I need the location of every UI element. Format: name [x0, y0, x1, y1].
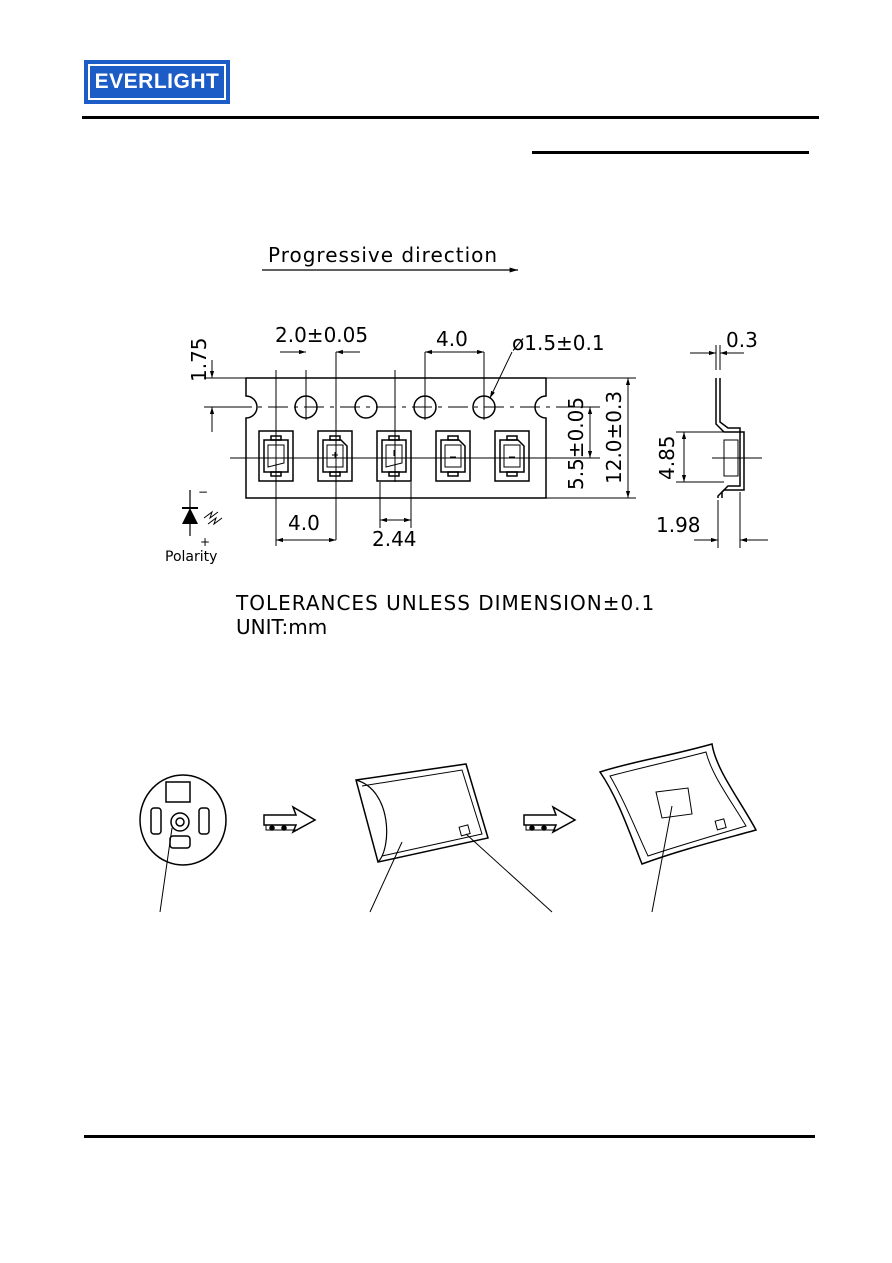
dim-cavity-offset: 5.5±0.05 — [564, 397, 588, 490]
tolerance-note: TOLERANCES UNLESS DIMENSION±0.1 — [235, 591, 655, 615]
polarity-plus: + — [200, 535, 210, 549]
cavity-1 — [258, 430, 294, 482]
tape-side-view — [676, 345, 768, 548]
cavity-4 — [435, 430, 471, 482]
header-rule — [82, 116, 819, 119]
tape-cavities — [258, 430, 530, 482]
dim-cavity-depth: 4.85 — [655, 435, 679, 480]
dim-thickness: 0.3 — [726, 328, 758, 352]
diode-icon — [182, 508, 198, 524]
side-view-labels: 0.3 4.85 1.98 — [655, 328, 758, 537]
cavity-2 — [317, 430, 353, 482]
dim-cavity-pitch: 4.0 — [288, 511, 320, 535]
dim-overall-depth: 1.98 — [656, 513, 701, 537]
unit-note: UNIT:mm — [236, 615, 327, 639]
polarity-symbol: − + Polarity — [165, 485, 223, 565]
dim-tape-width: 12.0±0.3 — [602, 391, 626, 484]
dim-edge-offset: 1.75 — [187, 337, 211, 382]
drawing-notes: TOLERANCES UNLESS DIMENSION±0.1 UNIT:mm — [235, 591, 655, 639]
dim-hole-diameter: ø1.5±0.1 — [512, 331, 605, 355]
carrier-tape — [230, 352, 562, 546]
cavity-5 — [494, 430, 530, 482]
light-emission-icon — [203, 510, 223, 526]
logo-text: EVERLIGHT — [94, 70, 220, 93]
dim-cavity-width: 2.44 — [372, 527, 417, 551]
dim-sprocket-pitch: 2.0±0.05 — [275, 323, 368, 347]
arrow-icon-2 — [523, 805, 577, 834]
direction-label: Progressive direction — [268, 243, 498, 267]
progressive-direction: Progressive direction — [262, 243, 518, 273]
footer-rule — [84, 1135, 815, 1138]
sealed-bag-icon — [598, 743, 758, 913]
packing-process — [139, 743, 758, 913]
polarity-label: Polarity — [165, 549, 217, 565]
arrow-icon — [263, 805, 317, 834]
dim-hole-pitch: 4.0 — [436, 327, 468, 351]
title-underline — [532, 151, 809, 154]
cavity-3 — [376, 430, 412, 482]
tape-outline — [245, 377, 547, 499]
logo-frame: EVERLIGHT — [88, 64, 226, 100]
moisture-bag-icon — [355, 763, 553, 913]
everlight-logo: EVERLIGHT — [84, 60, 230, 104]
dimension-lines — [204, 349, 636, 543]
dimension-labels: 1.75 2.0±0.05 4.0 ø1.5±0.1 5.5±0.05 12.0… — [187, 323, 626, 551]
polarity-minus: − — [198, 485, 208, 499]
reel-icon — [139, 774, 227, 913]
